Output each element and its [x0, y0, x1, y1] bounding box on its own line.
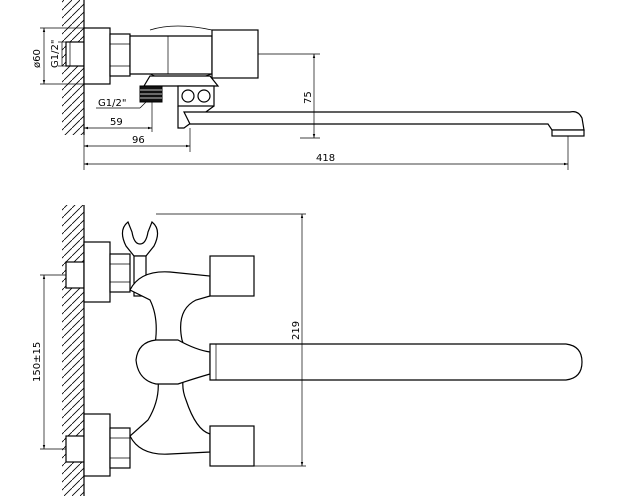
dim-59-label: 59	[110, 117, 123, 128]
handle-top	[211, 29, 259, 79]
handle-lower	[209, 425, 255, 467]
dim-75-label: 75	[303, 91, 314, 104]
handle-upper	[209, 255, 255, 297]
aerator-top	[551, 129, 585, 137]
wall-flange-lower	[83, 413, 111, 477]
dim-spacing-label: 150±15	[32, 342, 43, 382]
eccentric-nut-upper	[109, 253, 131, 293]
eccentric-nut-top	[109, 33, 131, 77]
dim-96-label: 96	[132, 135, 145, 146]
mixer-body-top	[129, 35, 213, 75]
spout-front	[209, 343, 583, 381]
dim-thread-vertical-label: G1/2"	[50, 40, 61, 68]
diverter-top	[142, 75, 220, 87]
top-view: ø60 G1/2" G1/2" 59 96 418 75	[32, 0, 585, 170]
wall-flange-top	[83, 27, 111, 85]
wall-flange-upper	[83, 241, 111, 303]
shower-holder-icon	[121, 221, 159, 257]
dim-diameter-label: ø60	[32, 49, 43, 68]
inlet-thread-upper	[65, 261, 85, 289]
dim-thread-horizontal-label: G1/2"	[98, 98, 126, 109]
inlet-thread-lower	[65, 435, 85, 463]
eccentric-nut-lower	[109, 427, 131, 469]
spout-top	[183, 111, 585, 131]
spout-swivel-top	[177, 85, 215, 107]
inlet-thread-top	[65, 41, 85, 67]
front-view: 150±15 219	[32, 205, 583, 496]
dim-418-label: 418	[316, 153, 335, 164]
wall-hatch-top	[62, 0, 84, 135]
temperature-knob	[135, 339, 211, 385]
dim-219-label: 219	[291, 321, 302, 340]
